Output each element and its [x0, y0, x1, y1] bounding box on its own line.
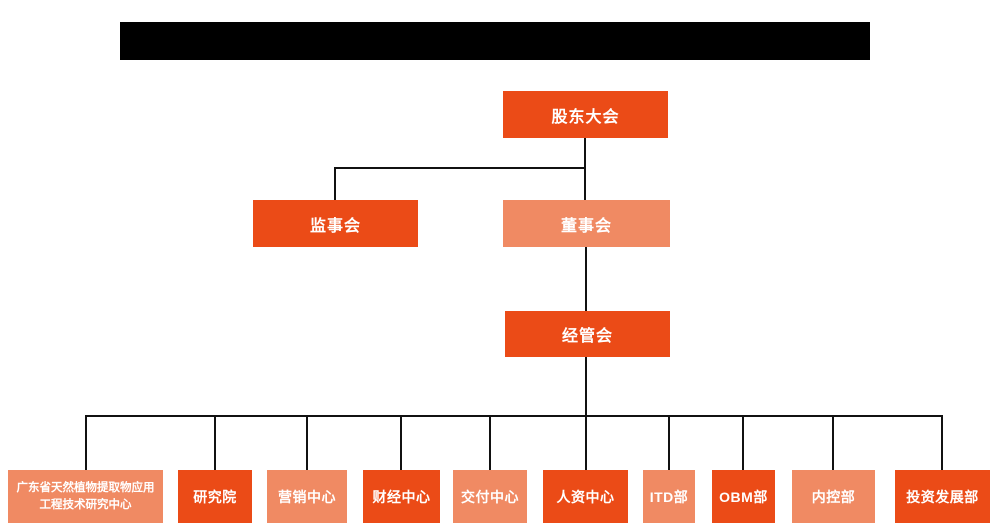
org-node-research-institute: 研究院	[178, 470, 252, 523]
connector-supervisory-drop	[334, 167, 336, 200]
org-node-board-of-directors: 董事会	[503, 200, 670, 247]
org-node-hr-center: 人资中心	[543, 470, 628, 523]
connector-drop-finance-center	[400, 415, 402, 470]
connector-drop-research-institute	[214, 415, 216, 470]
connector-drop-hr-center	[585, 415, 587, 470]
connector-drop-research-center	[85, 415, 87, 470]
org-node-marketing-center: 营销中心	[267, 470, 347, 523]
org-node-investment-dev-dept: 投资发展部	[895, 470, 990, 523]
org-node-obm-dept: OBM部	[712, 470, 775, 523]
org-node-finance-center: 财经中心	[363, 470, 440, 523]
connector-drop-itd-dept	[668, 415, 670, 470]
connector-shareholders-down	[584, 138, 586, 200]
org-node-itd-dept: ITD部	[643, 470, 695, 523]
connector-drop-obm-dept	[742, 415, 744, 470]
org-node-delivery-center: 交付中心	[453, 470, 527, 523]
connector-level2-horizontal	[334, 167, 586, 169]
org-node-management-committee: 经管会	[505, 311, 670, 357]
connector-drop-investment-dev-dept	[941, 415, 943, 470]
connector-management-down	[585, 357, 587, 415]
redacted-title-bar	[120, 22, 870, 60]
connector-drop-marketing-center	[306, 415, 308, 470]
connector-departments-horizontal	[85, 415, 943, 417]
connector-drop-internal-control-dept	[832, 415, 834, 470]
org-node-research-center: 广东省天然植物提取物应用工程技术研究中心	[8, 470, 163, 523]
org-node-internal-control-dept: 内控部	[792, 470, 875, 523]
org-node-supervisory-board: 监事会	[253, 200, 418, 247]
connector-drop-delivery-center	[489, 415, 491, 470]
connector-board-to-management	[585, 247, 587, 311]
org-node-shareholders: 股东大会	[503, 91, 668, 138]
